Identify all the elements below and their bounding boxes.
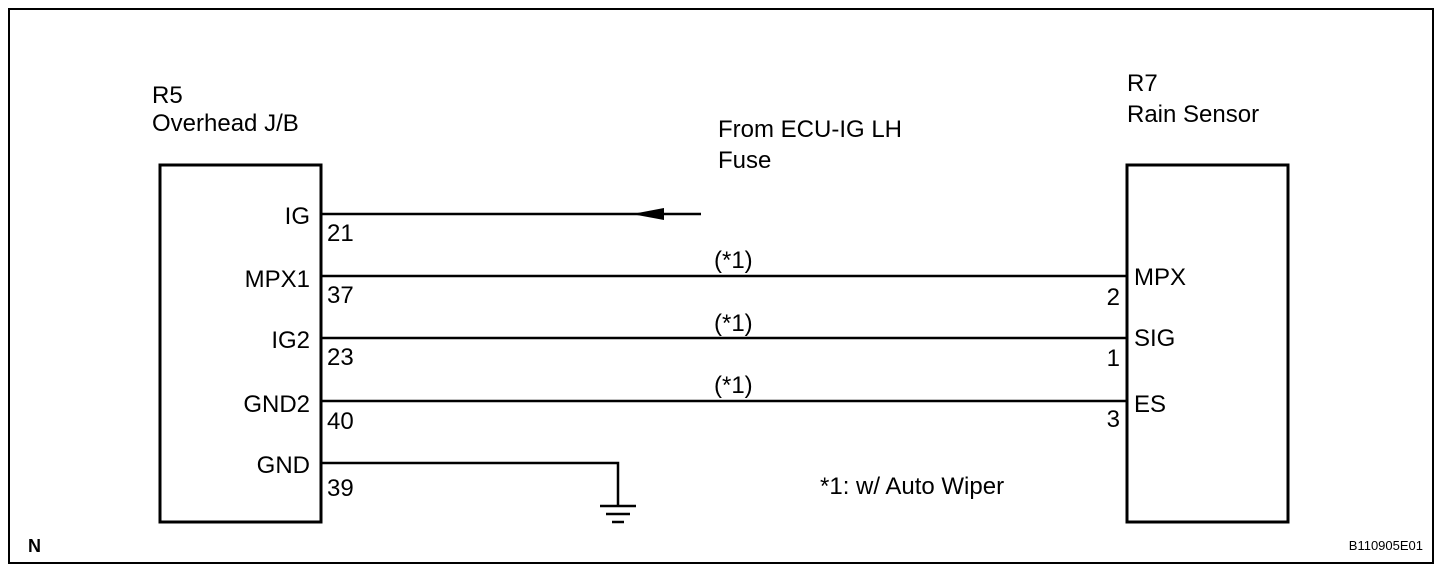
pin-name-mpx1: MPX1 bbox=[245, 266, 310, 293]
pin-name-ig2: IG2 bbox=[271, 327, 310, 354]
corner-mark: N bbox=[28, 536, 41, 556]
left-component-id: R5 bbox=[152, 82, 183, 109]
wire-note-es: (*1) bbox=[714, 372, 753, 399]
pin-number-39: 39 bbox=[327, 475, 354, 502]
right-component-name: Rain Sensor bbox=[1127, 101, 1259, 128]
wire-note-sig: (*1) bbox=[714, 310, 753, 337]
pin-number-2: 2 bbox=[1107, 284, 1120, 311]
pin-name-mpx: MPX bbox=[1134, 264, 1186, 291]
pin-name-sig: SIG bbox=[1134, 325, 1175, 352]
right-component-id: R7 bbox=[1127, 70, 1158, 97]
overhead-jb-box bbox=[158, 163, 323, 524]
pin-number-37: 37 bbox=[327, 282, 354, 309]
diagram-frame bbox=[8, 8, 1434, 564]
wire-note-mpx: (*1) bbox=[714, 247, 753, 274]
footnote: *1: w/ Auto Wiper bbox=[820, 473, 1004, 500]
wire-gnd bbox=[321, 461, 620, 505]
pin-name-es: ES bbox=[1134, 391, 1166, 418]
ground-icon bbox=[600, 504, 636, 524]
pin-number-1: 1 bbox=[1107, 345, 1120, 372]
left-component-name: Overhead J/B bbox=[152, 110, 299, 137]
rain-sensor-box bbox=[1125, 163, 1290, 524]
pin-number-21: 21 bbox=[327, 220, 354, 247]
power-source-line1: From ECU-IG LH bbox=[718, 116, 902, 143]
arrow-icon bbox=[632, 208, 664, 220]
pin-name-gnd: GND bbox=[257, 452, 310, 479]
pin-number-3: 3 bbox=[1107, 406, 1120, 433]
pin-name-gnd2: GND2 bbox=[243, 391, 310, 418]
pin-number-40: 40 bbox=[327, 408, 354, 435]
pin-name-ig: IG bbox=[285, 203, 310, 230]
pin-number-23: 23 bbox=[327, 344, 354, 371]
power-source-line2: Fuse bbox=[718, 147, 771, 174]
figure-code: B110905E01 bbox=[1349, 538, 1423, 553]
